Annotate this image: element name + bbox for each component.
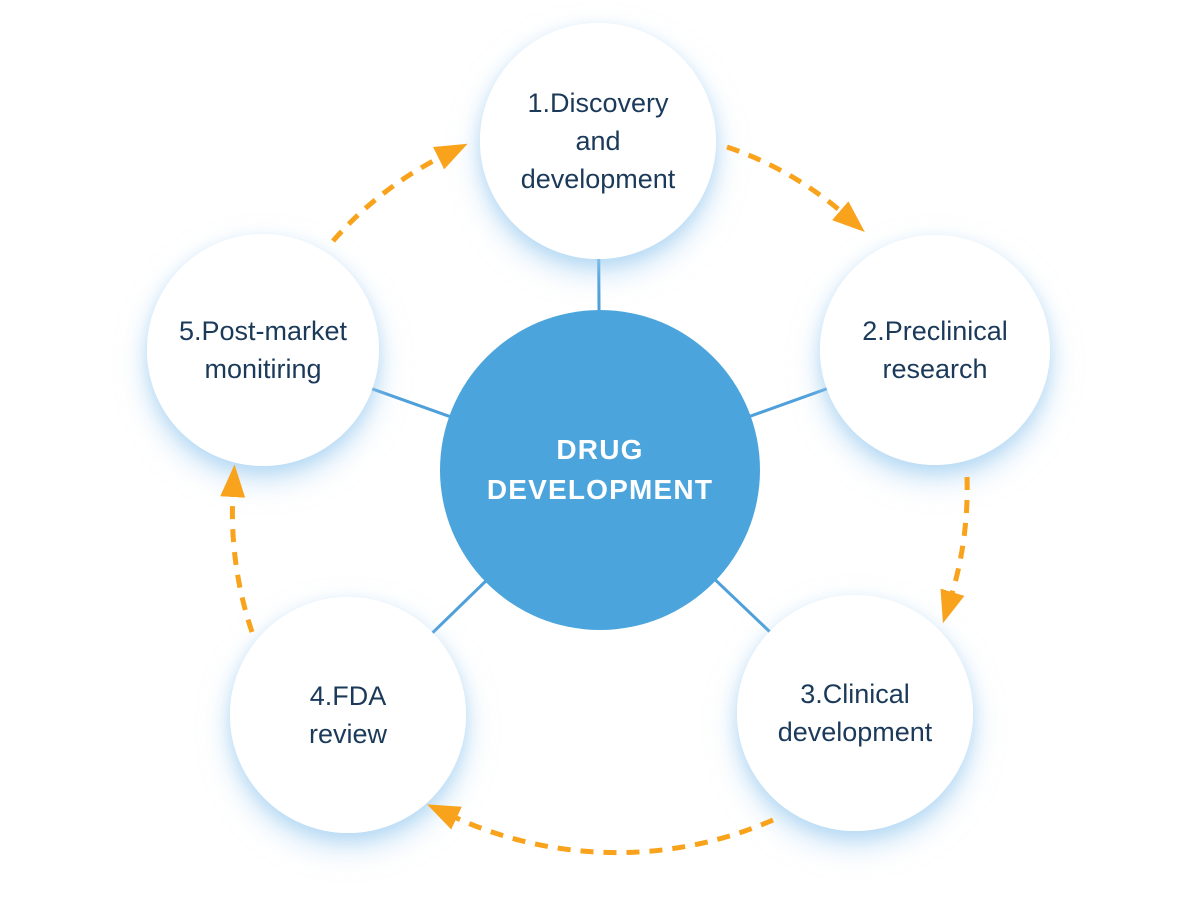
node-post-market-monitoring: 5.Post-market monitiring: [147, 234, 379, 466]
node-discovery-and-development: 1.Discovery and development: [480, 23, 716, 259]
node-fda-review: 4.FDA review: [230, 597, 466, 833]
node-preclinical-research: 2.Preclinical research: [820, 235, 1050, 465]
center-node-label: DRUG DEVELOPMENT: [486, 434, 714, 505]
node-clinical-development: 3.Clinical development: [737, 595, 973, 831]
node-label-post-market: 5.Post-market monitiring: [178, 316, 348, 384]
node-label-discovery: 1.Discovery and development: [520, 88, 676, 194]
center-node-drug-development: DRUG DEVELOPMENT: [440, 310, 760, 630]
node-label-fda-review: 4.FDA review: [308, 681, 388, 749]
node-label-clinical: 3.Clinical development: [777, 679, 933, 747]
node-label-preclinical: 2.Preclinical research: [862, 316, 1008, 384]
